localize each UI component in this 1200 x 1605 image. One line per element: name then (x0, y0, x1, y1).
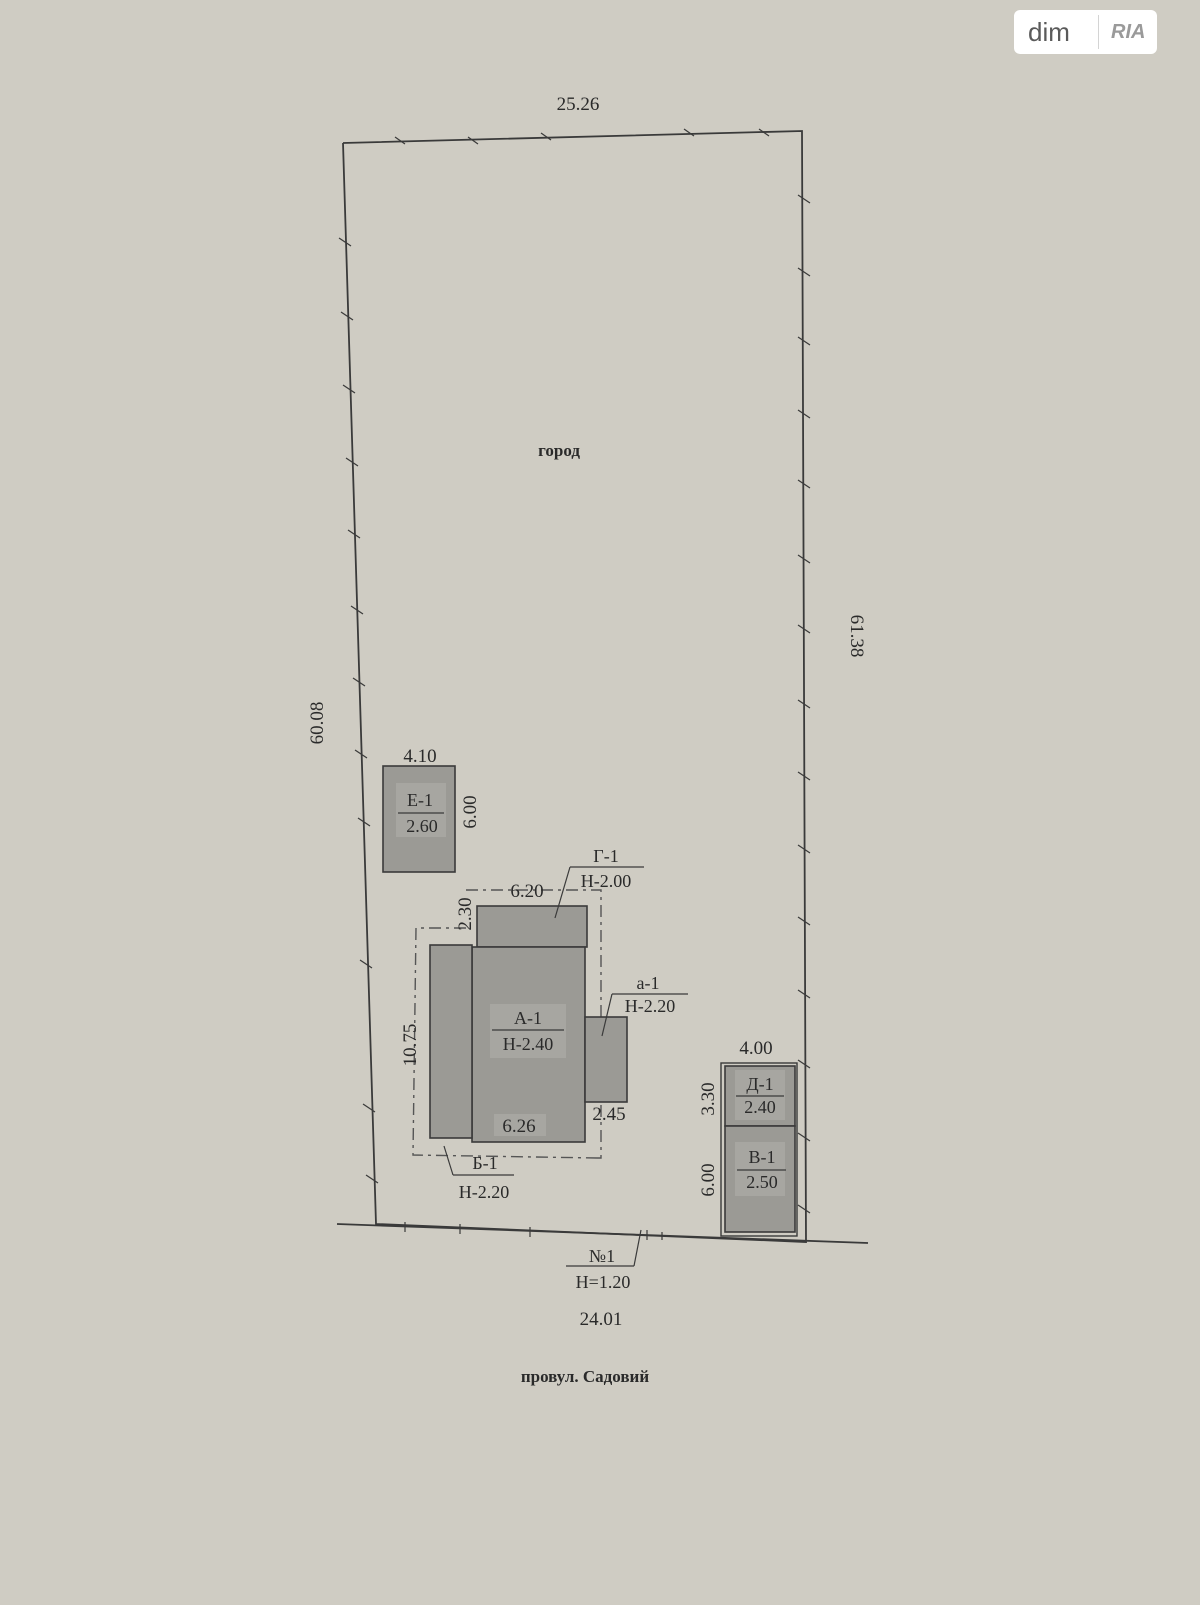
garden-label: город (538, 441, 580, 460)
building-e: 4.10 6.00 Е-1 2.60 (382, 746, 481, 873)
building-v-dim-side: 6.00 (698, 1163, 719, 1196)
building-d-code: Д-1 (746, 1074, 773, 1094)
building-d-dim-top: 4.00 (739, 1038, 772, 1059)
plot-top-length: 25.26 (557, 94, 600, 115)
building-a-code: А-1 (514, 1008, 542, 1028)
street-line (336, 1223, 869, 1244)
building-a-porch-height: Н-2.20 (625, 996, 676, 1016)
plot-boundary (342, 130, 807, 1243)
plot-bottom-length: 24.01 (580, 1309, 623, 1330)
building-b-code: Б-1 (472, 1153, 497, 1173)
street-label: провул. Садовий (521, 1367, 649, 1386)
building-g-dim-top: 6.20 (510, 881, 543, 902)
building-b (429, 944, 473, 1139)
building-e-code: Е-1 (407, 790, 433, 810)
building-g-code: Г-1 (593, 846, 618, 866)
outbuilding-outline (720, 1062, 798, 1237)
gate-code: №1 (589, 1246, 615, 1266)
building-a-porch (584, 1016, 628, 1103)
watermark-text: dim (1028, 16, 1070, 47)
gate-height: Н=1.20 (576, 1272, 631, 1292)
fence-ticks (338, 128, 811, 1240)
building-e-dim-top: 4.10 (403, 746, 436, 767)
building-a-dim-bottom: 6.26 (502, 1116, 535, 1137)
plot-left-length: 60.08 (307, 702, 328, 745)
watermark-divider (1098, 15, 1099, 49)
building-v-code: В-1 (749, 1147, 776, 1167)
building-e-height: 2.60 (406, 816, 438, 836)
watermark-logo: dim RIA (1014, 10, 1157, 54)
building-g (476, 905, 588, 948)
watermark-brand: RIA (1111, 20, 1146, 43)
building-g-height: Н-2.00 (581, 871, 632, 891)
building-a-porch-code: а-1 (637, 973, 660, 993)
building-v-height: 2.50 (746, 1172, 778, 1192)
building-d-height: 2.40 (744, 1097, 776, 1117)
building-e-dim-side: 6.00 (460, 795, 481, 828)
building-a-dim-side: 10.75 (400, 1024, 421, 1067)
house-dashed-outline-lower (412, 927, 598, 1159)
building-a-height: Н-2.40 (503, 1034, 554, 1054)
building-g-dim-side: 2.30 (455, 897, 476, 930)
plot-right-length: 61.38 (846, 615, 867, 658)
building-a-porch-dim-bottom: 2.45 (592, 1104, 625, 1125)
building-b-height: Н-2.20 (459, 1182, 510, 1202)
building-d-dim-side: 3.30 (698, 1082, 719, 1115)
